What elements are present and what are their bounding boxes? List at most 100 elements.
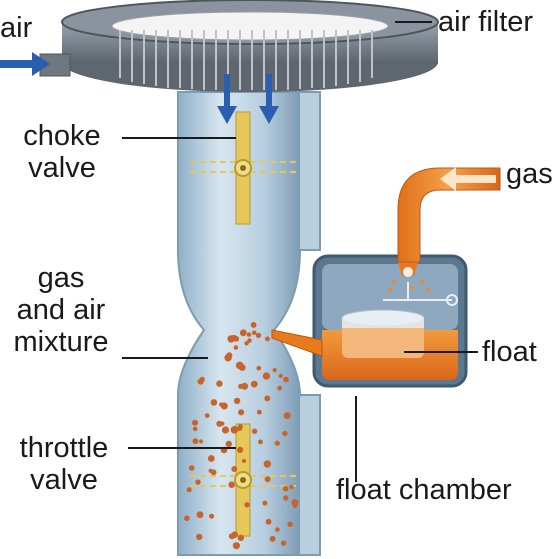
fuel-droplet [292, 503, 298, 509]
fuel-droplet [262, 372, 271, 380]
gas-supply-pipe [397, 167, 501, 263]
fuel-droplet [265, 518, 272, 525]
fuel-droplet [283, 495, 289, 501]
fuel-droplet [230, 334, 237, 341]
fuel-droplet [237, 425, 243, 431]
fuel-droplet [242, 458, 246, 463]
air-filter-pleats [119, 30, 373, 90]
fuel-droplet [247, 338, 252, 343]
fuel-droplet [208, 468, 213, 473]
fuel-droplet [256, 365, 262, 371]
fuel-droplet [225, 440, 232, 448]
fuel-droplet [272, 368, 277, 373]
fuel-droplet [220, 421, 225, 426]
throttle-valve-label-line2: valve [30, 464, 98, 496]
fuel-droplet [250, 380, 258, 388]
fuel-droplet [250, 322, 257, 328]
fuel-droplet [238, 409, 245, 416]
fuel-droplet [280, 540, 287, 546]
fuel-droplet [282, 430, 288, 437]
fuel-droplet [264, 476, 271, 483]
fuel-droplet [262, 500, 268, 506]
fuel-droplet [237, 534, 245, 541]
fuel-droplet [251, 330, 257, 336]
fuel-droplet [283, 412, 291, 420]
fuel-droplet [199, 439, 203, 444]
fuel-droplet [239, 329, 247, 337]
fuel-droplet [238, 364, 246, 371]
air-label: air [0, 12, 33, 44]
choke-valve-label-line1: choke [23, 120, 101, 152]
fuel-droplet [192, 426, 198, 432]
fuel-droplet [192, 438, 199, 445]
fuel-droplet [228, 533, 235, 540]
gas-drips [388, 280, 430, 292]
needle-valve [398, 262, 418, 277]
throttle-valve-label-line1: throttle [19, 432, 109, 464]
mixture-label-line3: mixture [13, 326, 109, 358]
fuel-droplet [188, 465, 195, 471]
fuel-droplet [197, 378, 204, 385]
fuel-droplet [220, 402, 228, 410]
throttle-valve-label: throttle valve [0, 432, 128, 496]
fuel-droplet [231, 466, 238, 472]
fuel-droplet [246, 332, 252, 337]
mixture-label-line1: gas [37, 262, 85, 294]
fuel-droplet [221, 426, 230, 434]
fuel-droplet [232, 542, 240, 550]
fuel-droplet [255, 332, 262, 338]
fuel-droplet [269, 535, 276, 542]
mixture-label-line2: and air [16, 294, 106, 326]
fuel-droplet [196, 533, 203, 541]
air-flow-arrows [217, 74, 279, 124]
fuel-droplet [258, 439, 263, 445]
fuel-droplet [287, 521, 293, 527]
fuel-droplet [196, 511, 204, 519]
fuel-droplet [192, 419, 198, 426]
tube-casing-lower [300, 394, 321, 556]
mixture-label: gas and air mixture [0, 262, 122, 358]
fuel-droplet [186, 487, 192, 493]
choke-valve [190, 111, 300, 225]
air-inlet-arrow [0, 52, 50, 76]
fuel-droplet [233, 397, 241, 405]
fuel-droplet [233, 345, 239, 350]
float-chamber-label: float chamber [336, 474, 512, 506]
fuel-droplet [237, 446, 244, 453]
air-filter-element [111, 11, 389, 41]
fuel-droplet [228, 481, 235, 489]
fuel-droplet [283, 376, 289, 383]
fuel-droplet [263, 460, 271, 468]
fuel-droplet [224, 354, 232, 362]
float [341, 309, 425, 358]
fuel-droplet [265, 336, 270, 342]
fuel-droplet [282, 485, 289, 492]
fuel-droplet [195, 479, 201, 485]
fuel-droplet [204, 413, 210, 418]
fuel-droplet [210, 399, 218, 406]
fuel-droplet [241, 382, 249, 390]
fuel-droplet [216, 380, 223, 387]
fuel-droplet [277, 385, 282, 391]
choke-valve-label: choke valve [8, 120, 116, 184]
needle-linkage [383, 282, 458, 306]
float-label: float [482, 336, 537, 368]
tube-casing [300, 91, 321, 251]
fuel-droplet [274, 440, 280, 446]
fuel-droplet [264, 395, 271, 402]
fuel-droplets [184, 322, 299, 550]
fuel-droplet [275, 527, 280, 532]
fuel-droplet [244, 502, 250, 508]
gas-inlet-arrow [440, 167, 496, 191]
fuel-droplet [209, 513, 215, 519]
gas-label: gas [506, 158, 553, 190]
fuel-droplet [184, 515, 190, 522]
fuel-droplet [238, 383, 244, 389]
fuel-droplet [289, 484, 294, 489]
fuel-jet [271, 329, 323, 357]
fuel-droplet [278, 373, 283, 378]
leader-lines [122, 21, 478, 482]
fuel-droplet [230, 426, 239, 434]
